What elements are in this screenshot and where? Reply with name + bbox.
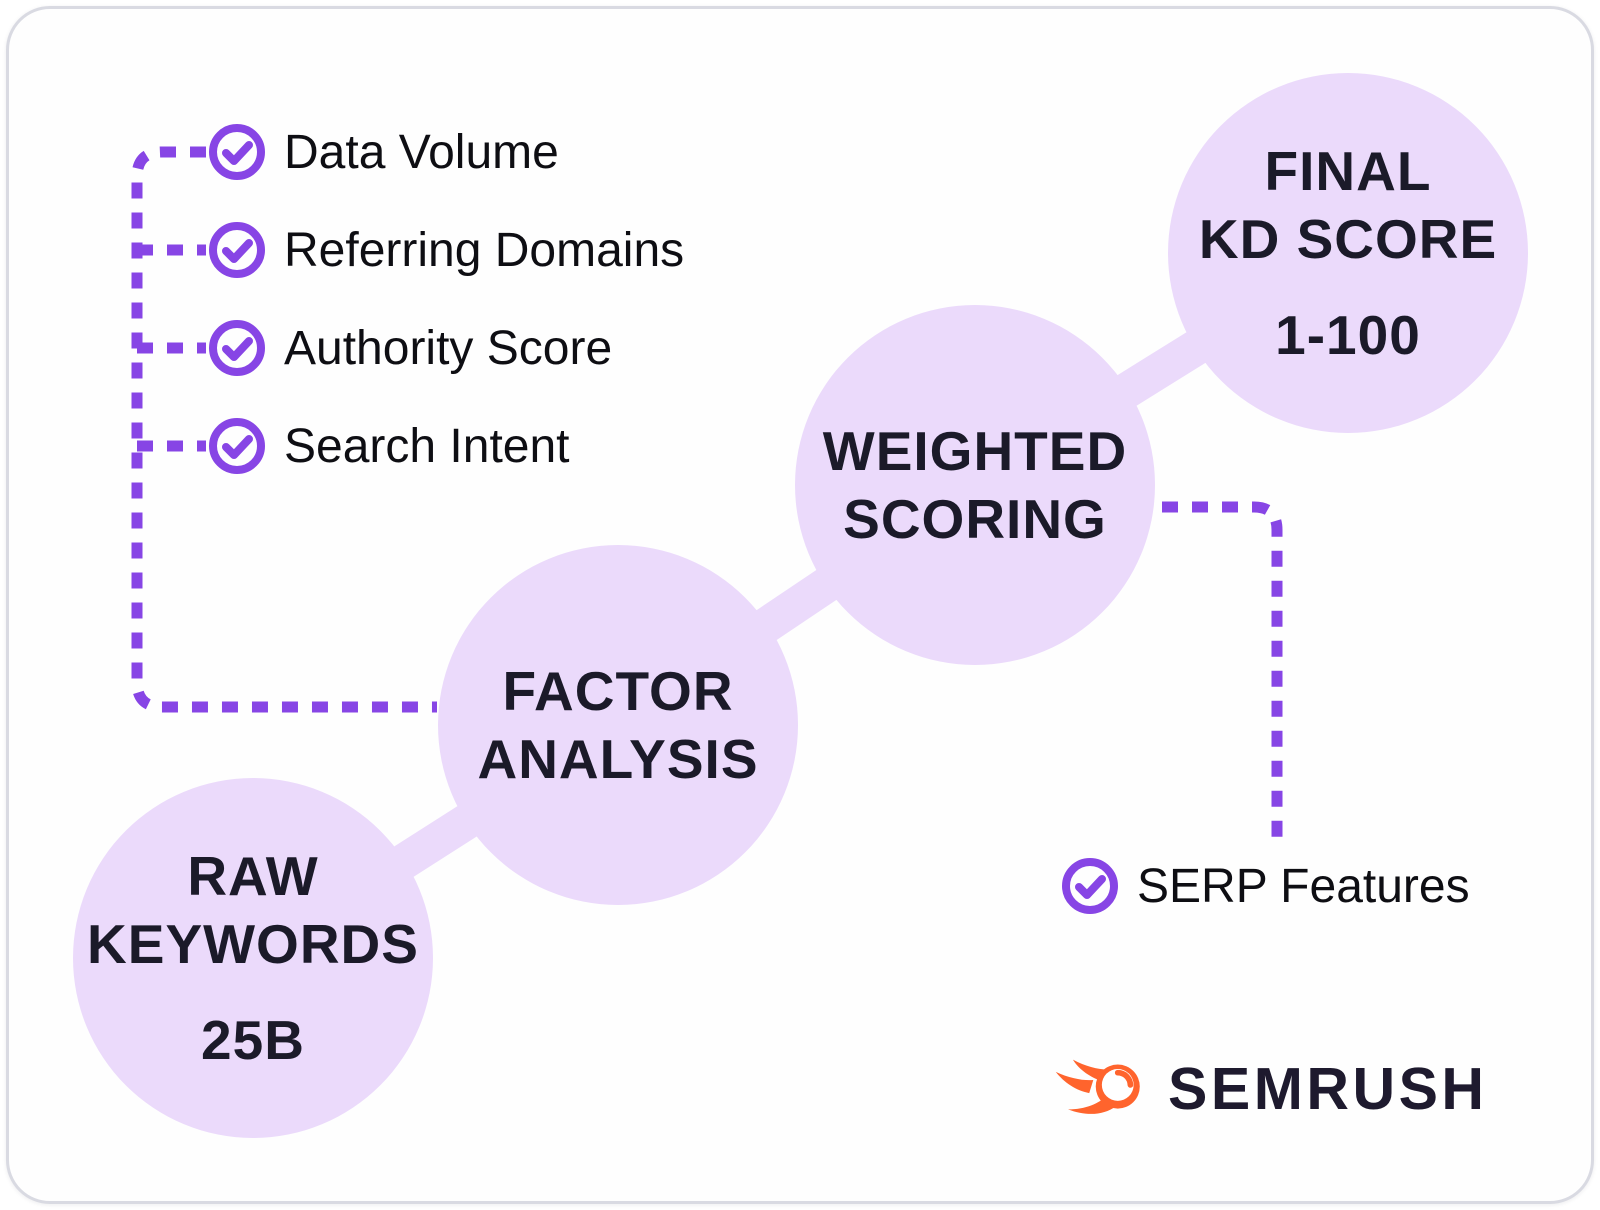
step-label: FINAL (1264, 140, 1432, 202)
checklist-item-authority-score: Authority Score (208, 319, 612, 377)
semrush-flame-icon (1055, 1059, 1140, 1114)
serp-features-label: SERP Features (1137, 859, 1470, 913)
step-label: SCORING (843, 488, 1107, 550)
serp-features-item: SERP Features (1061, 857, 1470, 915)
step-label: ANALYSIS (477, 728, 759, 790)
step-label: KEYWORDS (87, 913, 419, 975)
step-circle-weighted-scoring: WEIGHTED SCORING (795, 305, 1155, 665)
step-value: 25B (201, 1009, 305, 1071)
step-label: WEIGHTED (822, 420, 1128, 482)
check-icon (209, 222, 265, 278)
serp-dashed-connector (1162, 501, 1283, 846)
step-circle-raw-keywords: RAW KEYWORDS 25B (73, 778, 433, 1138)
check-icon (209, 124, 265, 180)
semrush-wordmark: SEMRUSH (1168, 1056, 1488, 1122)
step-circle-factor-analysis: FACTOR ANALYSIS (438, 545, 798, 905)
checklist-item-referring-domains: Referring Domains (208, 221, 684, 279)
step-label: KD SCORE (1198, 208, 1498, 270)
semrush-logo: SEMRUSH (1046, 1044, 1488, 1134)
checklist-dashed-connector (131, 146, 437, 713)
step-circle-final-kd-score: FINAL KD SCORE 1-100 (1168, 73, 1528, 433)
checklist-label: Data Volume (284, 125, 559, 179)
step-value: 1-100 (1275, 304, 1421, 366)
check-icon (209, 418, 265, 474)
check-icon (1062, 858, 1118, 914)
checklist-label: Referring Domains (284, 223, 685, 277)
checklist-item-search-intent: Search Intent (208, 417, 570, 475)
checklist-label: Search Intent (284, 419, 570, 473)
check-icon (209, 320, 265, 376)
checklist-label: Authority Score (284, 321, 613, 375)
step-label: RAW (187, 845, 319, 907)
checklist-item-data-volume: Data Volume (208, 123, 559, 181)
step-label: FACTOR (502, 660, 734, 722)
